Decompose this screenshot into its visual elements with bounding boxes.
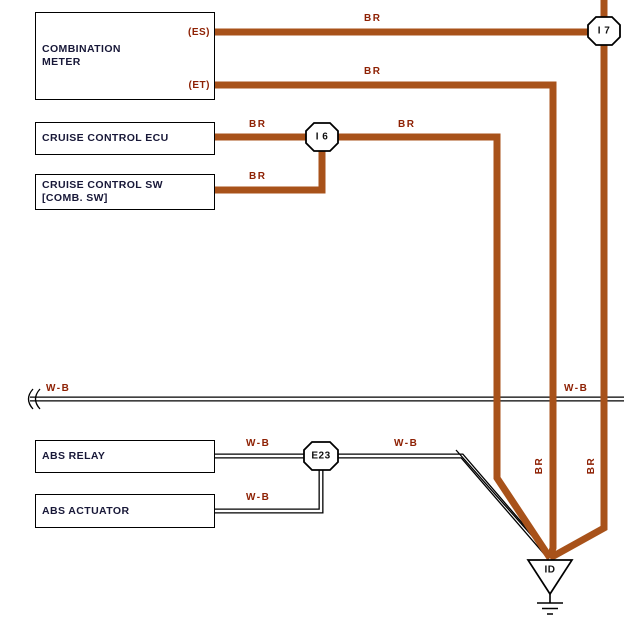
cruise-control-ecu-box: CRUISE CONTROL ECU [35, 122, 215, 155]
combination-meter-box: COMBINATION METER (ES) (ET) [35, 12, 215, 100]
wire-label-br-ecu-right: BR [398, 119, 416, 130]
wire-break-mark [27, 388, 41, 410]
cruise-control-ecu-label: CRUISE CONTROL ECU [42, 132, 169, 144]
connector-e23-shape [303, 441, 339, 471]
wire-label-wb-main-right: W-B [564, 383, 589, 394]
wire-label-wb-relay-right: W-B [394, 438, 419, 449]
cruise-control-sw-box: CRUISE CONTROL SW [COMB. SW] [35, 174, 215, 210]
cruise-control-sw-label-line2: [COMB. SW] [42, 192, 108, 204]
wire-label-br-vertical-right: BR [586, 456, 598, 475]
ground-code-label: ID [544, 564, 556, 576]
wire-label-wb-actuator: W-B [246, 492, 271, 503]
combination-meter-label-line2: METER [42, 56, 81, 68]
wire-label-br-vertical-left: BR [534, 456, 546, 475]
cruise-control-sw-label-line1: CRUISE CONTROL SW [42, 179, 163, 191]
terminal-es-label: (ES) [188, 27, 210, 38]
wire-sw-to-i6 [215, 149, 326, 194]
connector-i6-label: I 6 [315, 131, 329, 143]
abs-relay-box: ABS RELAY [35, 440, 215, 473]
wire-label-br-es: BR [364, 13, 382, 24]
wire-label-wb-main-left: W-B [46, 383, 71, 394]
connector-i7-shape [587, 16, 621, 46]
wire-et-to-ground [215, 81, 557, 560]
connector-shapes [303, 16, 621, 471]
connector-i6-shape [305, 122, 339, 152]
wire-label-wb-relay-left: W-B [246, 438, 271, 449]
terminal-et-label: (ET) [188, 80, 210, 91]
wire-i7-to-ground [548, 43, 608, 562]
abs-actuator-wire-inner [215, 468, 323, 513]
combination-meter-label-line1: COMBINATION [42, 43, 121, 55]
wire-label-br-sw: BR [249, 171, 267, 182]
abs-actuator-box: ABS ACTUATOR [35, 494, 215, 528]
wire-label-br-ecu-left: BR [249, 119, 267, 130]
ground-symbol [526, 559, 574, 615]
abs-actuator-label: ABS ACTUATOR [42, 504, 130, 517]
wire-label-br-et: BR [364, 66, 382, 77]
connector-i7-label: I 7 [597, 25, 611, 37]
abs-actuator-wire [215, 468, 324, 514]
ground-triangle [526, 559, 574, 596]
br-wires [215, 0, 608, 562]
connector-e23-label: E23 [311, 450, 331, 462]
abs-relay-label: ABS RELAY [42, 450, 106, 462]
ground-earth-lines [537, 594, 563, 615]
wire-i6-to-ground [334, 133, 553, 560]
